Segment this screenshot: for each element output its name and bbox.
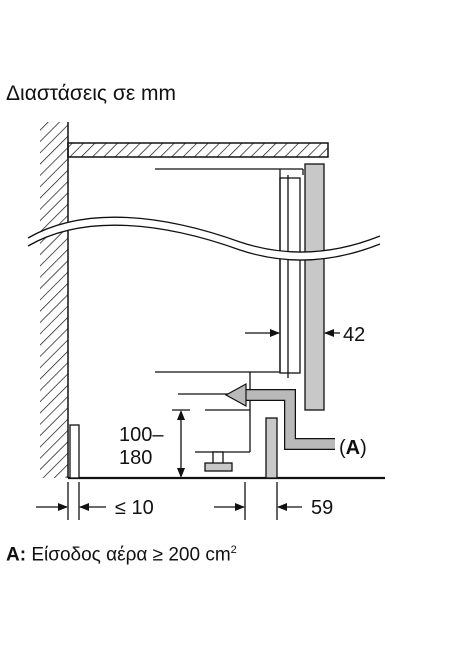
plinth-left	[69, 424, 80, 479]
label-180: 180	[119, 447, 152, 469]
label-100: 100–	[119, 424, 164, 446]
dimension-le10	[36, 482, 106, 520]
break-wave	[27, 216, 381, 261]
legend-superscript: 2	[230, 544, 237, 556]
label-le10: ≤ 10	[115, 497, 154, 519]
adjustable-foot	[195, 451, 250, 472]
wall-left	[40, 122, 69, 478]
legend-text: Είσοδος αέρα ≥ 200 cm	[31, 544, 231, 566]
plinth-right	[265, 417, 278, 479]
label-59: 59	[311, 497, 333, 519]
dimension-59	[214, 482, 302, 520]
legend-air-inlet: A: Είσοδος αέρα ≥ 200 cm2	[6, 544, 237, 566]
callout-a: (A)	[339, 437, 367, 459]
label-42: 42	[343, 324, 365, 346]
dimension-100-180	[172, 409, 190, 478]
legend-key: A:	[6, 544, 27, 566]
ceiling-hatch	[67, 142, 329, 158]
appliance-door-panel	[304, 163, 325, 411]
dimension-42	[245, 329, 340, 337]
airflow-arrow	[224, 382, 335, 450]
page-title: Διαστάσεις σε mm	[6, 82, 177, 105]
